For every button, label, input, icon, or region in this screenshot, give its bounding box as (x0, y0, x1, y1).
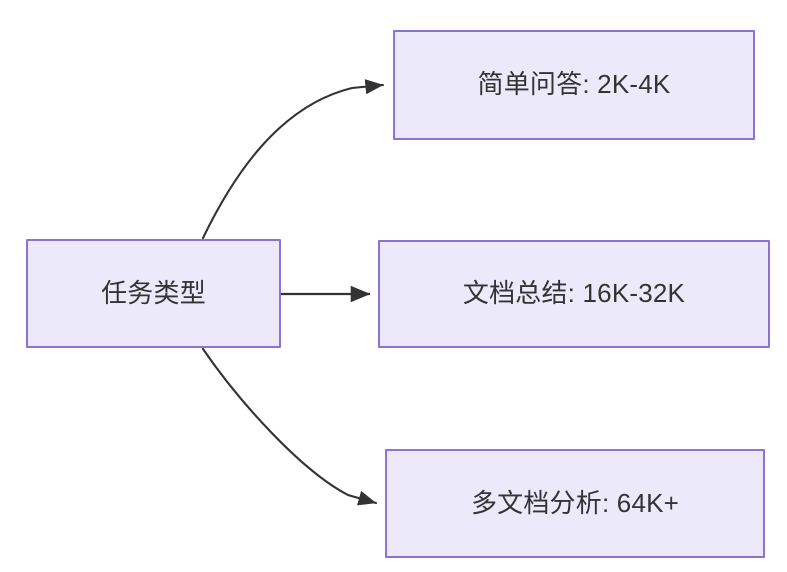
edge-source-to-simple-qa (201, 79, 385, 240)
node-multi-doc[interactable]: 多文档分析: 64K+ (385, 449, 765, 558)
node-doc-summary[interactable]: 文档总结: 16K-32K (378, 240, 770, 348)
node-simple-qa[interactable]: 简单问答: 2K-4K (393, 30, 755, 140)
node-doc-summary-label: 文档总结: 16K-32K (462, 278, 686, 309)
edge-source-to-multi-doc (201, 347, 378, 506)
node-task-type-label: 任务类型 (101, 277, 206, 308)
node-task-type[interactable]: 任务类型 (26, 239, 281, 348)
node-multi-doc-label: 多文档分析: 64K+ (470, 487, 680, 518)
node-simple-qa-label: 简单问答: 2K-4K (477, 69, 671, 100)
